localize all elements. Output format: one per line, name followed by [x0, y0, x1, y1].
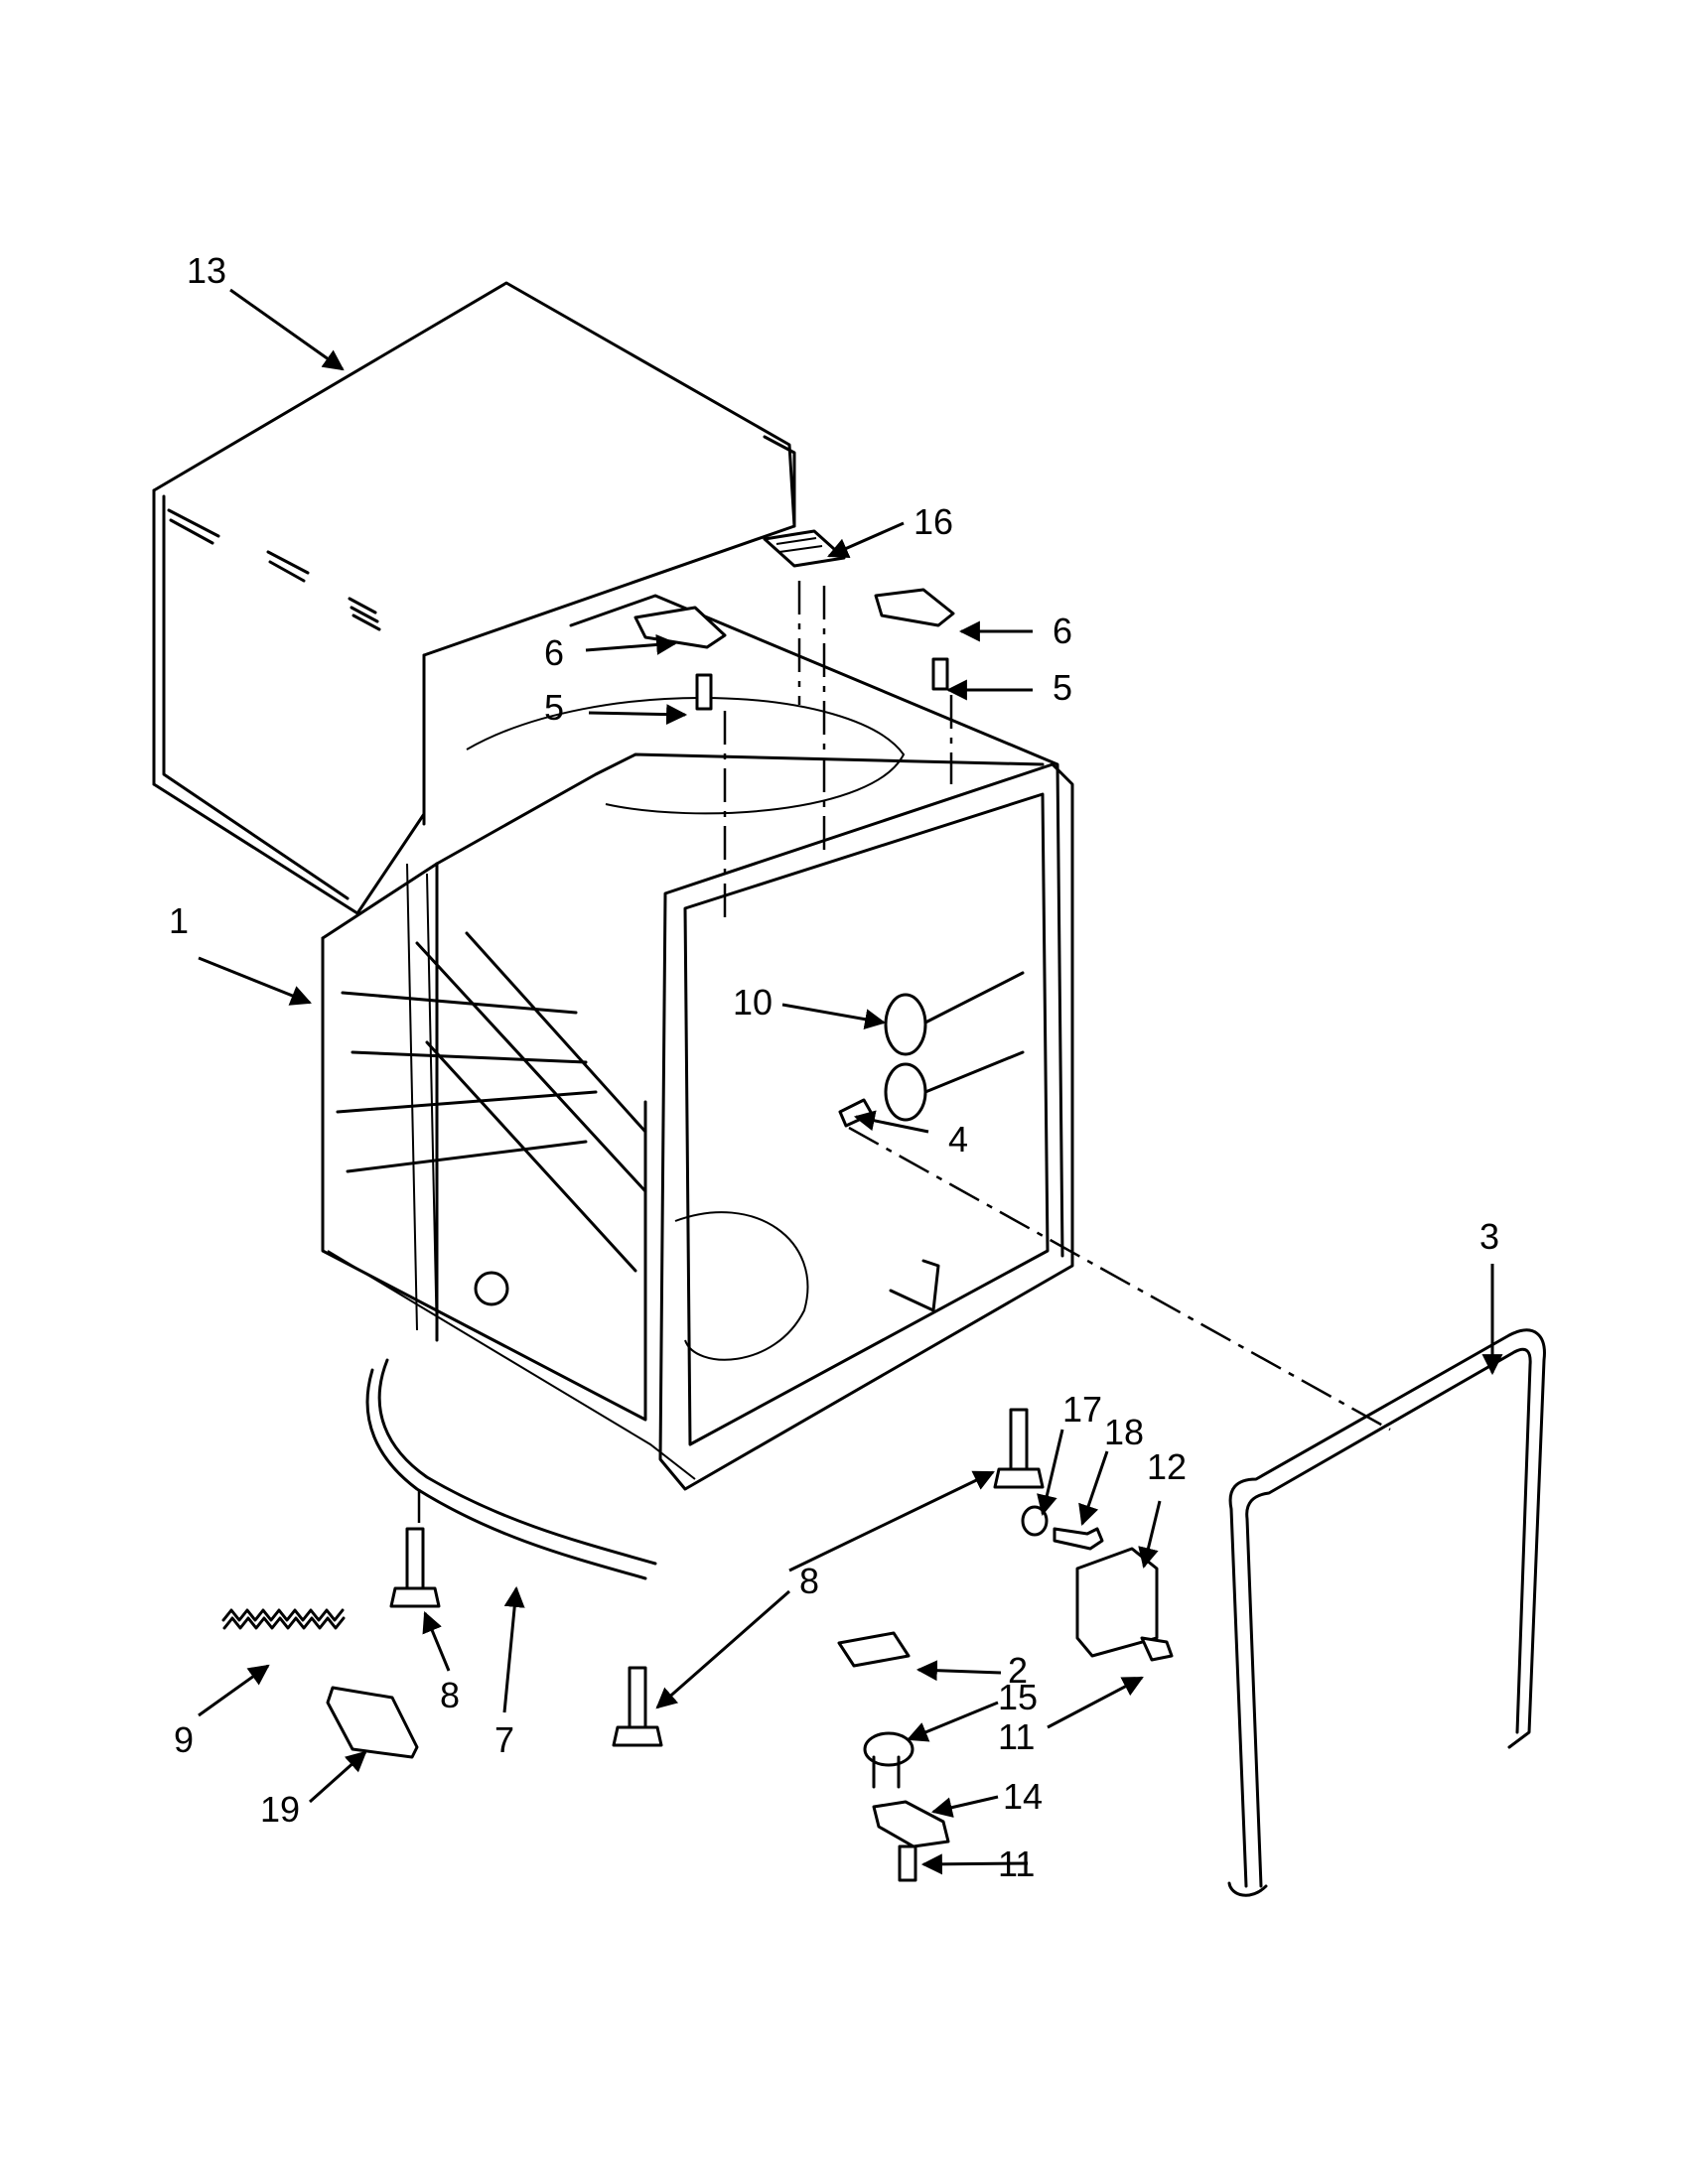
bracket-screw-part	[898, 1636, 1174, 1882]
callout-6: 6	[1053, 611, 1072, 651]
callout-12: 12	[1147, 1446, 1187, 1487]
screw-part	[695, 657, 949, 711]
bolt-part	[1053, 1527, 1104, 1551]
vent-clip-part	[763, 529, 846, 568]
callout-18: 18	[1104, 1412, 1144, 1452]
callout-17: 17	[1062, 1389, 1102, 1430]
insulation-blanket-part	[152, 281, 796, 915]
callout-6: 6	[544, 632, 564, 673]
callout-arrows	[198, 288, 1503, 1875]
callout-8: 8	[799, 1561, 819, 1601]
drain-hose-part	[365, 1358, 657, 1580]
hinge-bracket-part	[633, 588, 955, 649]
leveling-leg-part	[389, 1408, 1045, 1747]
callout-4: 4	[948, 1119, 968, 1160]
callout-3: 3	[1479, 1216, 1499, 1257]
label-part	[837, 1631, 911, 1668]
callout-19: 19	[260, 1789, 300, 1830]
callout-15: 15	[998, 1677, 1038, 1717]
spring-cap-part	[326, 1686, 419, 1759]
callout-1: 1	[169, 900, 189, 941]
callout-2: 2	[1008, 1650, 1028, 1691]
tub-assembly-part	[321, 594, 1074, 1491]
callout-5: 5	[1053, 667, 1072, 708]
callout-16: 16	[914, 501, 953, 542]
callout-5: 5	[544, 687, 564, 728]
mounting-bracket-part	[1075, 1547, 1159, 1658]
callout-10: 10	[733, 982, 773, 1023]
thermostat-bracket-part	[872, 1800, 950, 1848]
thermostat-part	[863, 1731, 914, 1789]
door-gasket-part	[1227, 1328, 1546, 1897]
callout-14: 14	[1003, 1776, 1043, 1817]
door-spring-part	[221, 1608, 346, 1630]
alignment-lines	[417, 581, 1391, 1529]
callout-8: 8	[440, 1675, 460, 1715]
callout-labels: 13 1 3 4 5 5 6 6 7 8 8 9 10 11 11 12 14 …	[169, 250, 1499, 1884]
roller-screw-part	[838, 1098, 874, 1128]
callout-13: 13	[187, 250, 226, 291]
callout-9: 9	[174, 1719, 194, 1760]
callout-11: 11	[998, 1843, 1035, 1884]
callout-7: 7	[494, 1719, 514, 1760]
door-roller-part	[884, 971, 1025, 1122]
callout-11: 11	[998, 1716, 1035, 1757]
